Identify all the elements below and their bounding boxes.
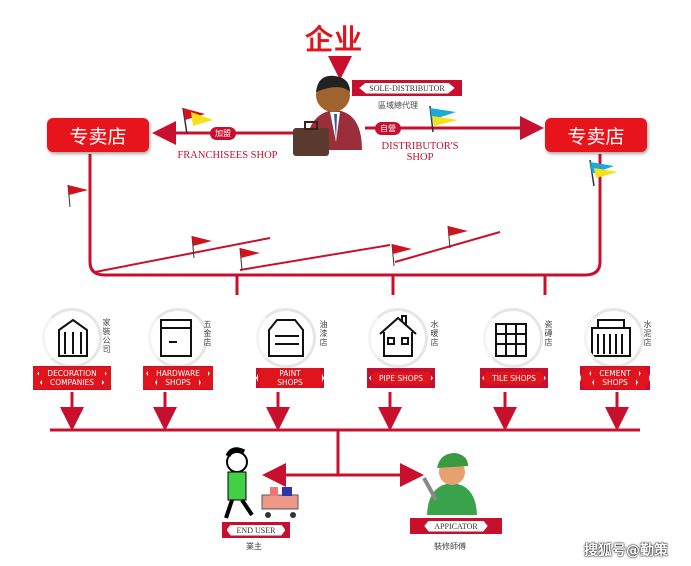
end-user-shopper-icon: [224, 447, 299, 519]
shop-cn: 水泥店: [643, 320, 652, 347]
applicator-tag: APPICATOR: [410, 518, 502, 534]
flag-icons: [67, 105, 618, 271]
left-store-button[interactable]: 专卖店: [47, 118, 149, 152]
end-user-cn: 業主: [246, 542, 262, 551]
shop-cn: 油漆店: [319, 320, 328, 347]
shop-cn: 水暖店: [430, 320, 439, 347]
shop-cn: 五金店: [203, 320, 212, 347]
shop-circle: [256, 308, 316, 368]
self-operated-badge: 自營: [375, 122, 401, 135]
franchise-badge: 加盟: [210, 127, 236, 140]
shop-paint-shops[interactable]: PAINT SHOPS: [256, 368, 324, 388]
shop-circle: [148, 308, 208, 368]
applicator-cn: 裝修師傅: [434, 542, 466, 551]
shop-cn: 家裝公司: [102, 318, 111, 354]
shop-circle: [483, 308, 543, 368]
shop-circle: [368, 308, 428, 368]
watermark: 搜狐号@勤策: [584, 543, 668, 559]
businessman-icon: [293, 75, 362, 156]
stores-bus-line: [88, 154, 602, 277]
sole-distributor-tag: SOLE-DISTRIBUTOR: [352, 80, 462, 96]
enterprise-title: 企业: [305, 23, 364, 56]
sole-distributor-cn: 區域總代理: [378, 101, 418, 110]
franchisees-shop-caption: FRANCHISEES SHOP: [177, 150, 278, 161]
end-user-tag: END USER: [222, 522, 290, 538]
shop-tile-shops[interactable]: TILE SHOPS: [480, 368, 548, 388]
shop-cn: 瓷磚店: [544, 320, 553, 347]
right-store-button[interactable]: 专卖店: [545, 118, 647, 152]
shop-circle: [42, 308, 102, 368]
shop-circle: [584, 308, 644, 368]
shop-pipe-shops[interactable]: PIPE SHOPS: [367, 368, 435, 388]
applicator-worker-icon: [422, 453, 477, 515]
